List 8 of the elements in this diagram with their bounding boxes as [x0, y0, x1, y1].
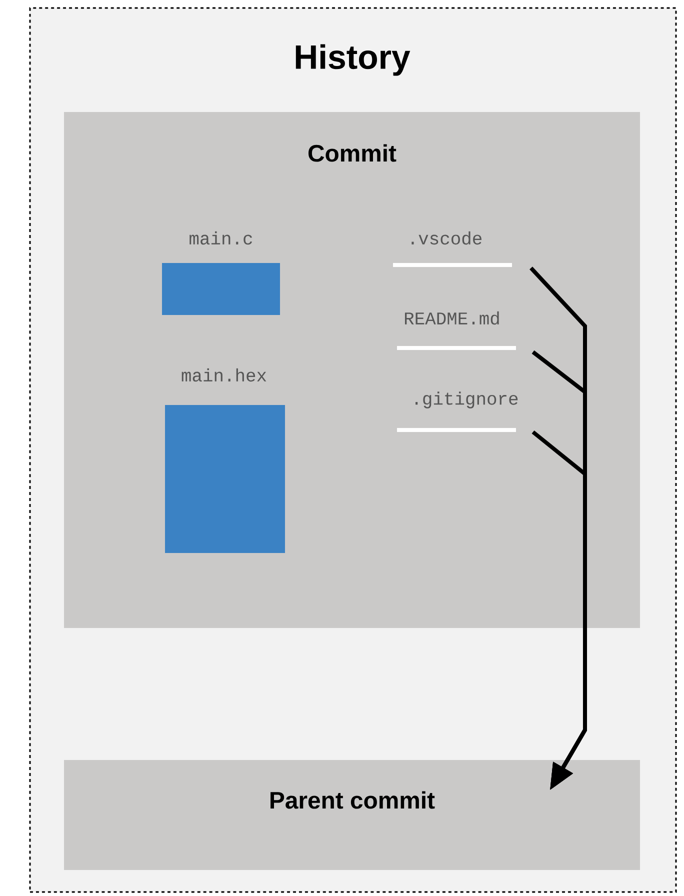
file-name: main.hex [182, 368, 266, 382]
box-title: History [296, 44, 410, 76]
file-name: .gitignore [416, 392, 518, 408]
box-title: Parent commit [270, 791, 435, 809]
file-name: .vscode [412, 231, 482, 245]
file-name: main.c [190, 231, 252, 245]
file-name: README.md [405, 311, 499, 325]
box-title: Commit [308, 144, 396, 162]
